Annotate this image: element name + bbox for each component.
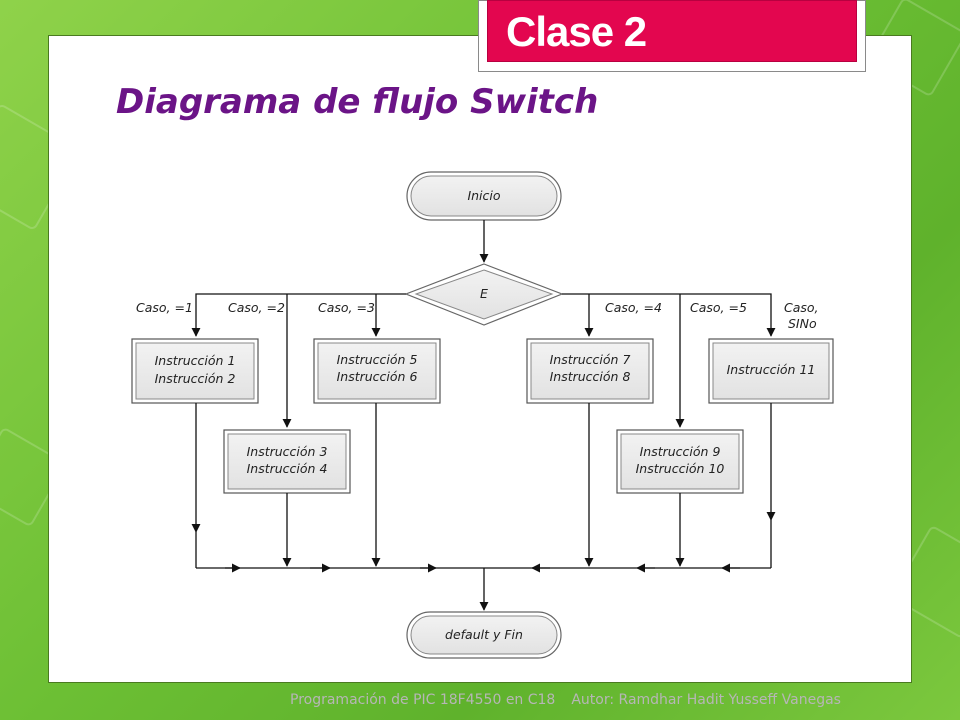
svg-text:Instrucción 4: Instrucción 4	[247, 461, 328, 476]
svg-text:Instrucción 3: Instrucción 3	[247, 444, 328, 459]
instruction-box-1: Instrucción 1 Instrucción 2	[131, 338, 259, 404]
footer-author: Autor: Ramdhar Hadit Yusseff Vanegas	[571, 692, 841, 708]
svg-text:Instrucción 11: Instrucción 11	[727, 362, 816, 377]
branch-lines	[191, 293, 776, 428]
decision-diamond: E	[404, 263, 564, 326]
case-label-2: Caso, =2	[228, 300, 285, 315]
class-badge: Clase 2	[487, 0, 857, 62]
case-labels: Caso, =1 Caso, =2 Caso, =3 Caso, =4 Caso…	[136, 300, 819, 331]
branch-line-left	[191, 293, 406, 337]
svg-text:Instrucción 8: Instrucción 8	[550, 369, 631, 384]
case-label-default-sino: SINo	[788, 316, 817, 331]
svg-text:Instrucción 10: Instrucción 10	[636, 461, 725, 476]
slide-title: Diagrama de flujo Switch	[116, 82, 599, 122]
svg-text:Instrucción 1: Instrucción 1	[155, 353, 236, 368]
decision-label: E	[480, 286, 488, 301]
case-label-1: Caso, =1	[136, 300, 193, 315]
branch-line-right	[562, 293, 776, 337]
instruction-box-2: Instrucción 3 Instrucción 4	[223, 429, 351, 494]
svg-text:Instrucción 9: Instrucción 9	[640, 444, 721, 459]
case-label-5: Caso, =5	[690, 300, 747, 315]
case-label-default: Caso,	[784, 300, 819, 315]
case-label-3: Caso, =3	[318, 300, 375, 315]
start-label: Inicio	[467, 188, 500, 203]
case-label-4: Caso, =4	[605, 300, 662, 315]
svg-text:Instrucción 2: Instrucción 2	[155, 371, 236, 386]
end-label: default y Fin	[445, 627, 523, 642]
instruction-box-3: Instrucción 5 Instrucción 6	[313, 338, 441, 404]
instruction-box-5: Instrucción 9 Instrucción 10	[616, 429, 744, 494]
merge-lines	[191, 403, 776, 611]
slide-footer: Programación de PIC 18F4550 en C18 Autor:…	[290, 692, 910, 708]
svg-text:Instrucción 5: Instrucción 5	[337, 352, 418, 367]
svg-text:Instrucción 7: Instrucción 7	[550, 352, 631, 367]
instruction-box-4: Instrucción 7 Instrucción 8	[526, 338, 654, 404]
instruction-box-6: Instrucción 11	[708, 338, 834, 404]
svg-text:Instrucción 6: Instrucción 6	[337, 369, 418, 384]
footer-course: Programación de PIC 18F4550 en C18	[290, 692, 556, 708]
start-terminal: Inicio	[406, 171, 562, 221]
end-terminal: default y Fin	[406, 611, 562, 659]
